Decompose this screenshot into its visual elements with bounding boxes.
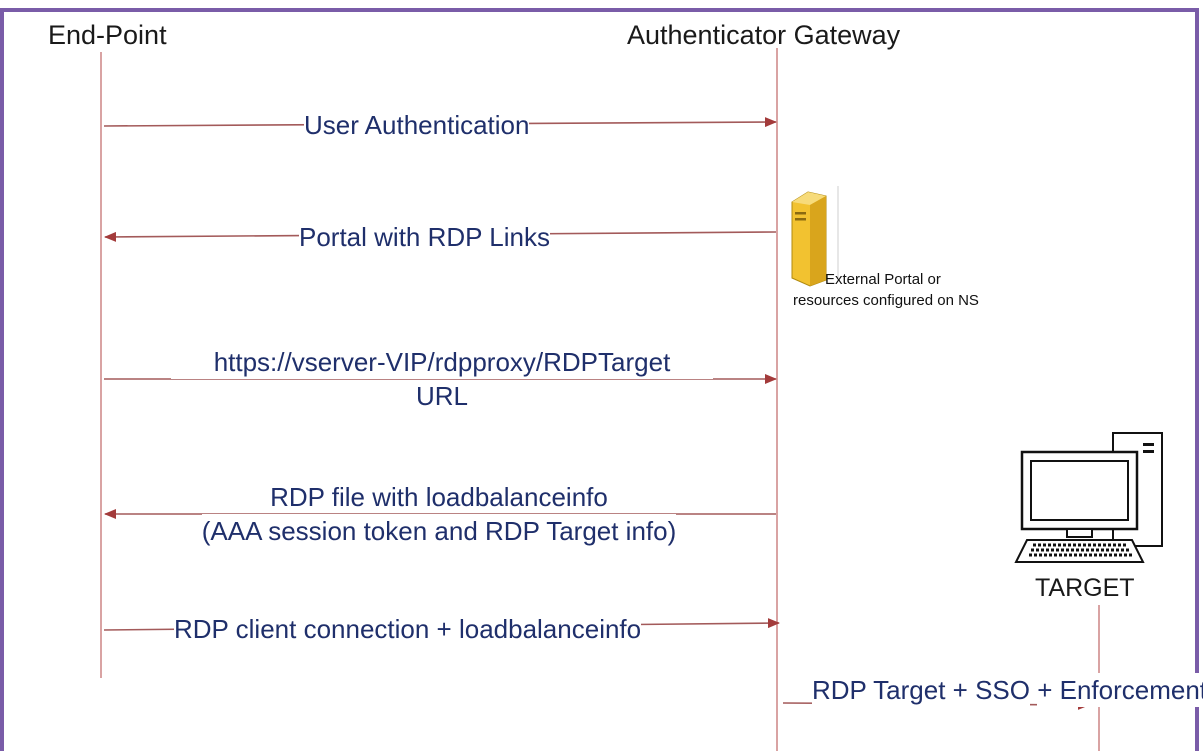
- message-rdp-file: RDP file with loadbalanceinfo (AAA sessi…: [168, 480, 710, 548]
- participant-target: TARGET: [1035, 574, 1135, 602]
- server-note-line-2: resources configured on NS: [793, 292, 979, 309]
- message-line: Portal with RDP Links: [299, 222, 550, 252]
- message-line: + Enforcement: [1037, 673, 1203, 707]
- participant-endpoint: End-Point: [48, 20, 167, 50]
- participant-gateway: Authenticator Gateway: [627, 20, 901, 50]
- server-icon: [791, 186, 839, 287]
- message-portal-links: Portal with RDP Links: [299, 220, 550, 254]
- message-rdp-target-url: https://vserver-VIP/rdpproxy/RDPTarget U…: [171, 345, 713, 413]
- message-line: https://vserver-VIP/rdpproxy/RDPTarget: [171, 345, 713, 379]
- message-line: URL: [415, 381, 468, 411]
- message-user-authentication: User Authentication: [304, 108, 530, 142]
- message-rdp-client-connection: RDP client connection + loadbalanceinfo: [174, 612, 642, 646]
- message-line: RDP file with loadbalanceinfo: [270, 482, 608, 512]
- message-line: User Authentication: [304, 110, 530, 140]
- diagram-frame: [0, 8, 1199, 751]
- message-line: RDP Target + SSO: [812, 673, 1030, 707]
- computer-icon: [1014, 432, 1163, 563]
- message-rdp-target-sso: RDP Target + SSO + Enforcement: [812, 673, 1203, 707]
- message-line: (AAA session token and RDP Target info): [201, 514, 677, 548]
- message-line: RDP client connection + loadbalanceinfo: [174, 614, 642, 644]
- server-note-line-1: External Portal or: [825, 271, 941, 288]
